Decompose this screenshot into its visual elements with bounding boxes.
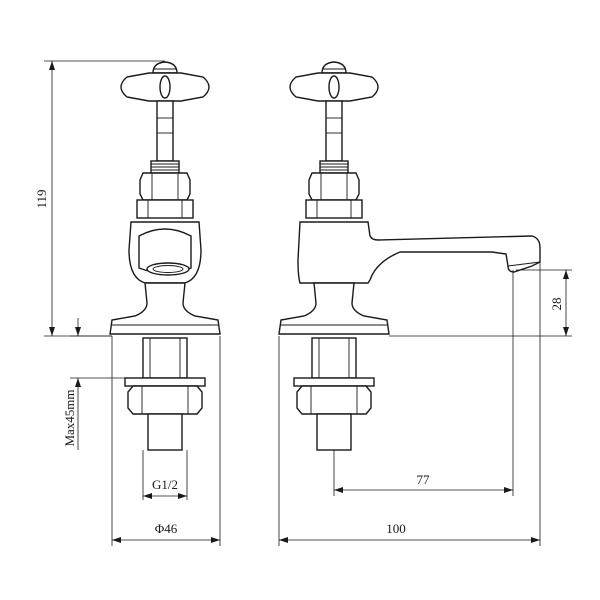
head-nut (308, 172, 360, 201)
dimension-overall-depth: 100 (278, 262, 541, 546)
backnut (296, 385, 372, 415)
dimension-outlet-height: 28 (389, 269, 572, 337)
side-view-tap (278, 61, 541, 451)
dimension-max-deck-thickness: Max45mm (62, 318, 125, 450)
dimension-label-diameter: Φ46 (155, 521, 178, 536)
front-view-tap (109, 61, 221, 451)
tap-body-with-spout (297, 221, 541, 284)
dimension-label-height: 119 (34, 189, 49, 208)
dimension-flange-diameter: Φ46 (111, 336, 221, 546)
dimension-label-thread: G1/2 (152, 477, 178, 492)
base-flange (109, 282, 221, 335)
connector-thread (147, 413, 183, 451)
dimension-label-depth: 100 (386, 521, 406, 536)
backnut (127, 385, 203, 415)
dimension-thread: G1/2 (142, 450, 188, 500)
aerator-outlet (146, 262, 190, 276)
fixing-washer (124, 377, 206, 387)
upper-body-nut (305, 199, 363, 219)
base-flange (278, 282, 390, 335)
dimension-label-reach: 77 (417, 472, 431, 487)
upper-body-nut (136, 199, 194, 219)
dimension-label-outlet-height: 28 (549, 298, 564, 311)
dimension-spout-reach: 77 (333, 270, 514, 496)
connector-thread (316, 413, 352, 451)
dimension-label-max-thickness: Max45mm (62, 389, 77, 446)
head-nut (139, 172, 191, 201)
fixing-washer (293, 377, 375, 387)
dimension-height-total: 119 (34, 60, 165, 337)
spindle (325, 100, 343, 162)
spindle (156, 100, 174, 162)
